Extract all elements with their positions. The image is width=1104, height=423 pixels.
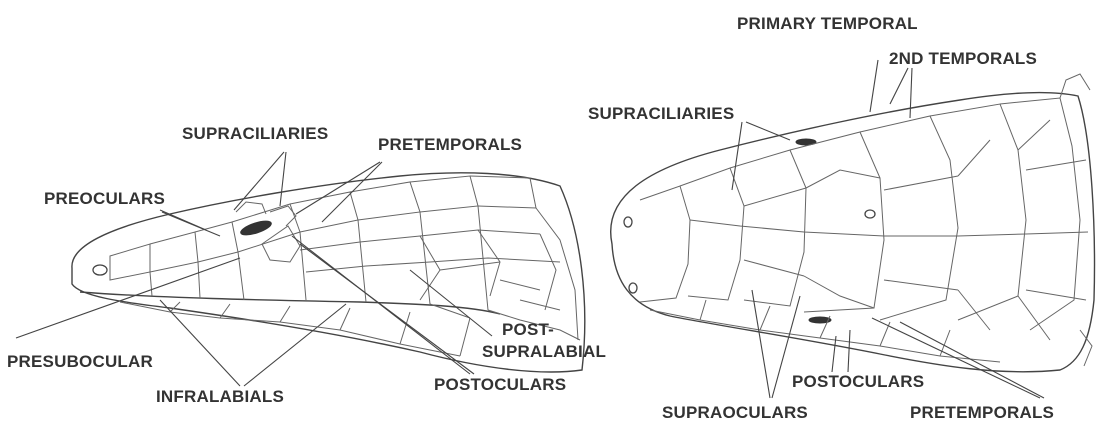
label-post-supralabial-line1: POST- xyxy=(502,320,554,339)
leader-supraoculars-1 xyxy=(752,290,770,398)
top-nostril-lower xyxy=(629,283,637,293)
leader-post-supralabial xyxy=(410,270,492,336)
side-view-leader-lines xyxy=(16,152,492,386)
label-preoculars: PREOCULARS xyxy=(44,189,165,208)
label-supraciliaries-right: SUPRACILIARIES xyxy=(588,104,734,123)
leader-preoculars-2 xyxy=(162,212,220,236)
label-supraoculars: SUPRAOCULARS xyxy=(662,403,808,422)
label-2nd-temporals: 2ND TEMPORALS xyxy=(889,49,1037,68)
leader-postoculars-right-2 xyxy=(848,330,850,372)
label-post-supralabial-line2: SUPRALABIAL xyxy=(482,342,606,361)
label-pretemporals-right: PRETEMPORALS xyxy=(910,403,1054,422)
leader-supraciliaries-right-1 xyxy=(732,122,742,190)
leader-infralabials-2 xyxy=(244,304,346,386)
top-nostril-upper xyxy=(624,217,632,227)
label-presubocular: PRESUBOCULAR xyxy=(7,352,153,371)
label-primary-temporal: PRIMARY TEMPORAL xyxy=(737,14,918,33)
leader-supraciliaries-left-1 xyxy=(234,152,284,210)
leader-supraciliaries-left-2 xyxy=(280,152,286,206)
leader-supraciliaries-right-2 xyxy=(746,122,790,140)
leader-2nd-temporals-1 xyxy=(890,68,908,104)
label-infralabials: INFRALABIALS xyxy=(156,387,284,406)
leader-primary-temporal xyxy=(870,60,878,112)
side-eye xyxy=(239,218,273,237)
leader-postoculars-left-2 xyxy=(300,244,474,374)
side-nostril xyxy=(93,265,107,275)
top-parietal-eye xyxy=(865,210,875,218)
label-postoculars-right: POSTOCULARS xyxy=(792,372,924,391)
label-pretemporals-left: PRETEMPORALS xyxy=(378,135,522,154)
leader-postoculars-right-1 xyxy=(832,336,836,372)
label-postoculars-left: POSTOCULARS xyxy=(434,375,566,394)
leader-2nd-temporals-2 xyxy=(910,68,912,118)
label-supraciliaries-left: SUPRACILIARIES xyxy=(182,124,328,143)
side-mouth-line xyxy=(80,292,500,314)
